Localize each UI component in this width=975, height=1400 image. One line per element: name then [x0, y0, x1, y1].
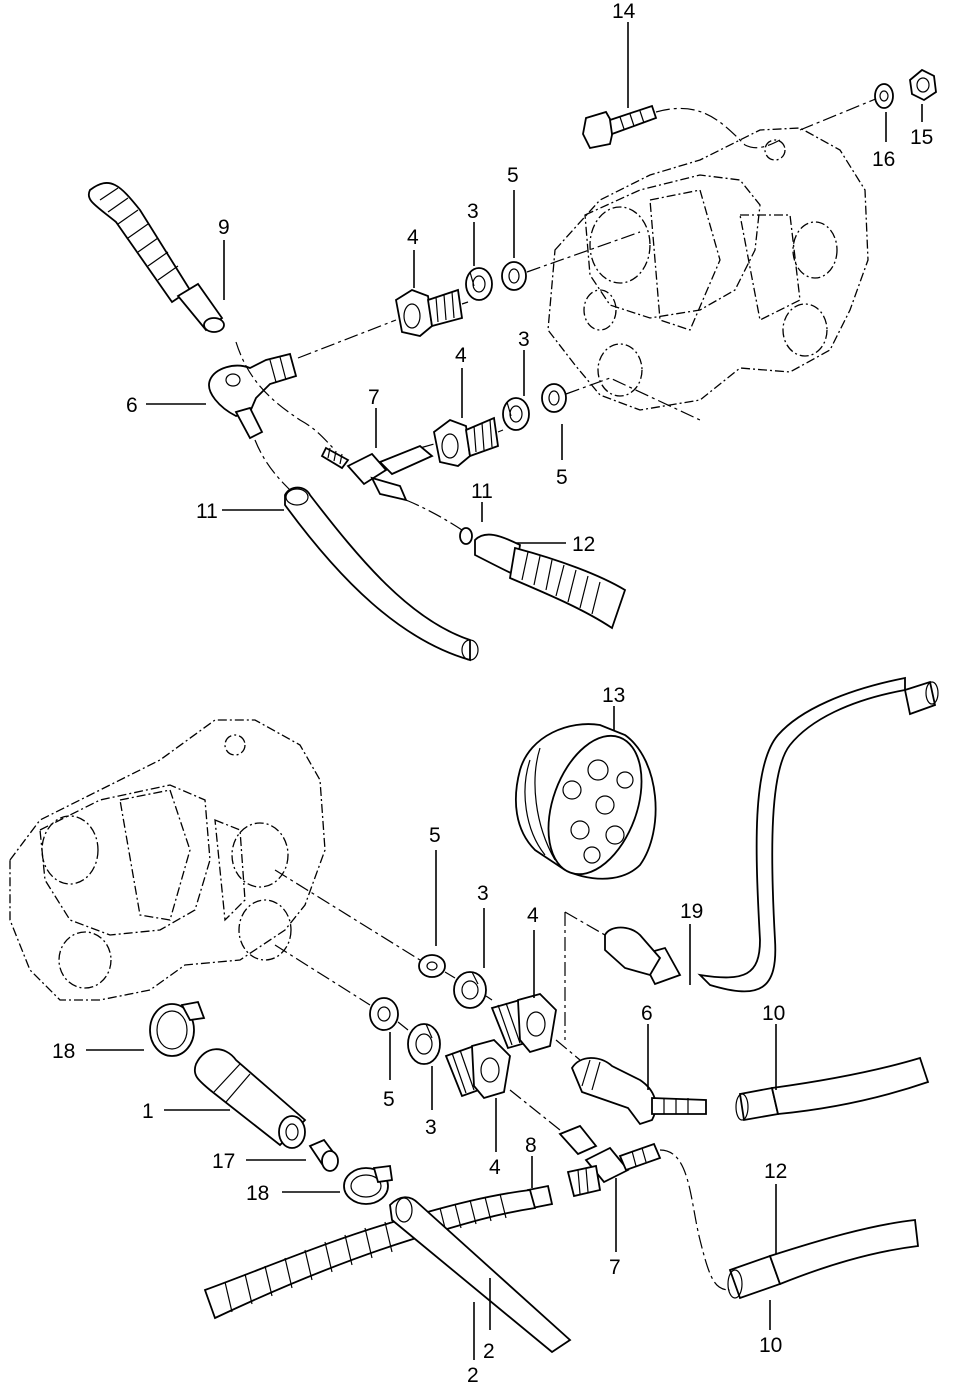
callout-3: 3: [467, 200, 479, 223]
callout-11: 11: [196, 500, 218, 523]
callout-6: 6: [126, 394, 138, 417]
callout-4: 4: [455, 344, 467, 367]
spring-washer-3-bottom-upper: [453, 971, 487, 1009]
callout-16: 16: [872, 148, 895, 171]
grommet-13: [515, 723, 657, 880]
pipe-19: [604, 676, 939, 993]
callout-10: 10: [759, 1334, 782, 1357]
callout-12: 12: [572, 533, 595, 556]
callout-5: 5: [383, 1088, 395, 1111]
callout-12: 12: [764, 1160, 787, 1183]
callout-7: 7: [368, 386, 380, 409]
callout-3: 3: [518, 328, 530, 351]
elbow-union-6: [208, 352, 298, 440]
callout-5: 5: [556, 466, 568, 489]
hose-9: [87, 182, 225, 333]
pump-housing-outline-bottom: [9, 719, 326, 1001]
callout-3: 3: [477, 882, 489, 905]
callout-1: 1: [142, 1100, 154, 1123]
hose-10-upper: [735, 1056, 930, 1122]
callout-19: 19: [680, 900, 703, 923]
spring-washer-3-bottom-lower: [407, 1023, 441, 1065]
washer-16: [874, 83, 894, 109]
spring-washer-3-upper: [465, 267, 493, 301]
hose-11-left: [254, 439, 479, 662]
callout-11: 11: [471, 480, 493, 503]
sleeve-1: [193, 1048, 307, 1149]
hose-12-bottom: [727, 1219, 919, 1300]
washer-5-bottom-lower: [369, 997, 399, 1031]
elbow-union-6-bottom: [570, 1057, 707, 1126]
bolt-14: [582, 104, 658, 150]
callout-5: 5: [429, 824, 441, 847]
hose-2: [203, 1189, 572, 1354]
tee-union-7-bottom: [558, 1124, 662, 1198]
callout-17: 17: [212, 1150, 235, 1173]
callout-14: 14: [612, 0, 636, 23]
callout-9: 9: [218, 216, 230, 239]
callout-4: 4: [489, 1156, 501, 1179]
callout-7: 7: [609, 1256, 621, 1279]
washer-5-upper: [501, 261, 527, 291]
washer-5-lower: [541, 383, 567, 413]
washer-5-bottom-upper: [418, 954, 446, 978]
callout-4: 4: [527, 904, 539, 927]
callout-4: 4: [407, 226, 419, 249]
union-nut-4-lower: [433, 416, 499, 467]
callout-6: 6: [641, 1002, 653, 1025]
callout-8: 8: [525, 1134, 537, 1157]
callout-2: 2: [483, 1340, 495, 1363]
hose-clamp-18-upper: [149, 1000, 206, 1057]
callout-18: 18: [52, 1040, 75, 1063]
callout-3: 3: [425, 1116, 437, 1139]
nut-15: [909, 68, 937, 102]
union-nut-4-upper: [395, 288, 464, 337]
callout-10: 10: [762, 1002, 785, 1025]
union-nut-4-bottom-upper: [490, 992, 557, 1054]
callout-2: 2: [467, 1364, 479, 1387]
callout-18: 18: [246, 1182, 269, 1205]
union-nut-4-bottom-lower: [444, 1038, 511, 1100]
callout-15: 15: [910, 126, 933, 149]
hose-clamp-18-lower: [343, 1164, 394, 1205]
spring-washer-3-lower: [502, 397, 530, 431]
hose-12-top: [459, 527, 627, 630]
callout-13: 13: [602, 684, 625, 707]
pump-housing-outline-top: [547, 127, 869, 411]
tee-union-7: [320, 444, 434, 502]
connector-17: [308, 1138, 339, 1172]
callout-5: 5: [507, 164, 519, 187]
